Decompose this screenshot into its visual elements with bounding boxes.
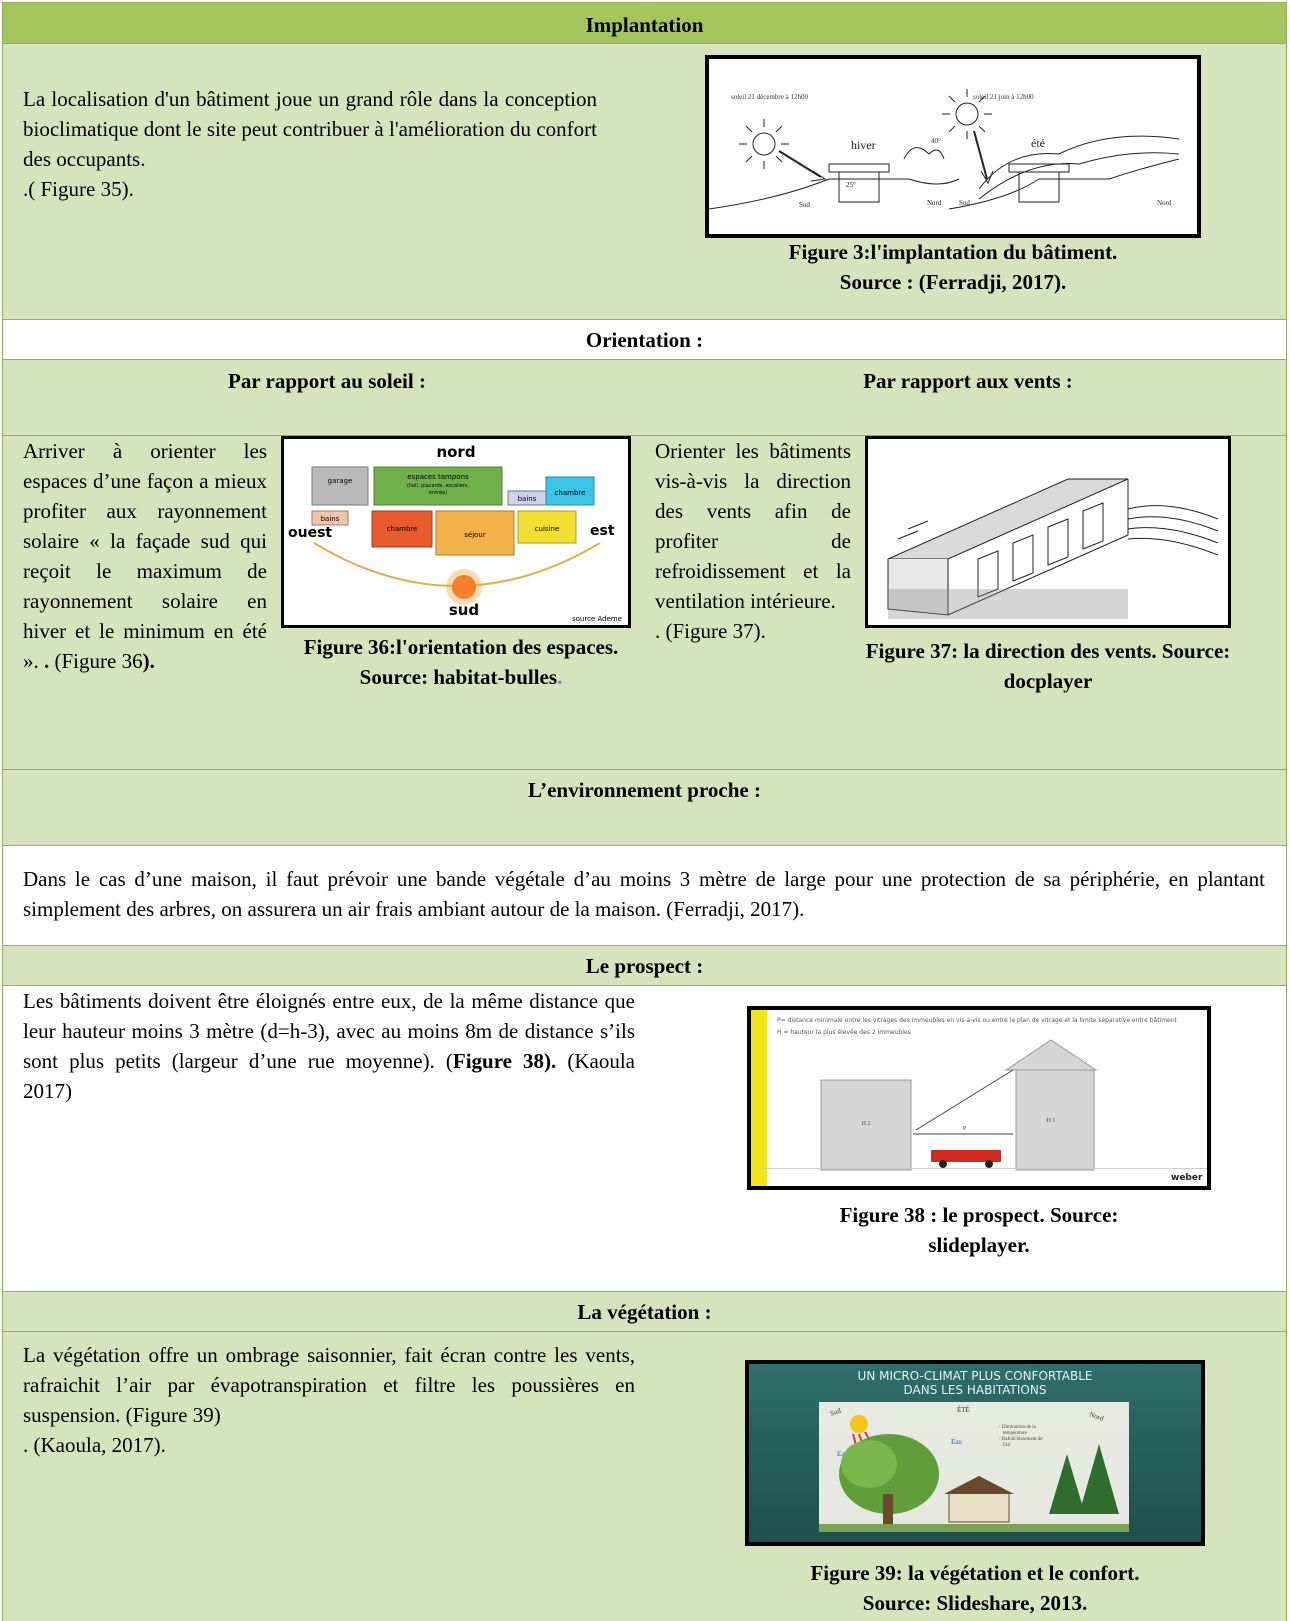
svg-text:chambre: chambre xyxy=(387,525,418,533)
environnement-header: L’environnement proche : xyxy=(2,770,1287,846)
svg-text:P: P xyxy=(963,1126,967,1132)
orientation-section: Arriver à orienter les espaces d’une faç… xyxy=(2,436,1287,770)
svg-text:H 2: H 2 xyxy=(862,1121,871,1127)
svg-text:- Rafraîchissement de: - Rafraîchissement de xyxy=(999,1437,1043,1442)
prospect-caption: Figure 38 : le prospect. Source: slidepl… xyxy=(839,1203,1119,1257)
wind-direction-sketch xyxy=(868,439,1228,625)
sun-caption: Figure 36:l'orientation des espaces. Sou… xyxy=(303,635,619,689)
svg-text:soleil 21 décembre à 12h00: soleil 21 décembre à 12h00 xyxy=(731,93,808,101)
implantation-figure: soleil 21 décembre à 12h00 soleil 21 jui… xyxy=(705,55,1201,238)
svg-text:Sud: Sud xyxy=(959,199,970,207)
environnement-text: Dans le cas d’une maison, il faut prévoi… xyxy=(23,867,1265,921)
svg-text:ouest: ouest xyxy=(288,525,332,541)
svg-text:température: température xyxy=(1003,1431,1028,1436)
implantation-sketch: soleil 21 décembre à 12h00 soleil 21 jui… xyxy=(709,59,1197,234)
svg-text:soleil 21 juin à 12h00: soleil 21 juin à 12h00 xyxy=(973,93,1034,101)
sun-text: Arriver à orienter les espaces d’une faç… xyxy=(23,439,267,673)
prospect-diagram: P= distance minimale entre les vitrages … xyxy=(751,1010,1207,1186)
svg-text:garage: garage xyxy=(328,477,353,485)
orientation-subheaders: Par rapport au soleil : Par rapport aux … xyxy=(2,360,1287,436)
svg-text:espaces tampons: espaces tampons xyxy=(407,473,469,481)
svg-text:UN MICRO-CLIMAT PLUS CONFORTAB: UN MICRO-CLIMAT PLUS CONFORTABLE xyxy=(858,1369,1093,1383)
svg-text:Nord: Nord xyxy=(1157,199,1172,207)
prospect-header: Le prospect : xyxy=(2,946,1287,986)
environnement-section: Dans le cas d’une maison, il faut prévoi… xyxy=(2,846,1287,946)
sun-header: Par rapport au soleil : xyxy=(228,369,426,393)
prospect-figure: P= distance minimale entre les vitrages … xyxy=(747,1006,1211,1190)
implantation-header: Implantation xyxy=(2,2,1287,44)
svg-text:l'air: l'air xyxy=(1003,1443,1011,1448)
vegetation-illustration: UN MICRO-CLIMAT PLUS CONFORTABLE DANS LE… xyxy=(749,1364,1201,1542)
sun-orientation-diagram: nord garage espaces tampons (hall, placa… xyxy=(284,439,628,625)
environnement-title: L’environnement proche : xyxy=(528,778,761,802)
wind-direction-figure xyxy=(865,436,1231,628)
svg-text:bains: bains xyxy=(518,495,537,503)
svg-text:Sud: Sud xyxy=(829,1406,842,1417)
svg-text:bains: bains xyxy=(321,515,340,523)
vegetation-header: La végétation : xyxy=(2,1292,1287,1332)
svg-text:hiver: hiver xyxy=(851,138,876,152)
orientation-header: Orientation : xyxy=(2,320,1287,360)
svg-text:entrée): entrée) xyxy=(429,489,447,496)
svg-text:Nord: Nord xyxy=(927,199,942,207)
sun-orientation-figure: nord garage espaces tampons (hall, placa… xyxy=(281,436,631,628)
svg-text:nord: nord xyxy=(436,443,475,461)
vegetation-section: La végétation offre un ombrage saisonnie… xyxy=(2,1332,1287,1621)
orientation-title: Orientation : xyxy=(585,328,704,352)
svg-text:40°: 40° xyxy=(931,137,941,145)
svg-text:est: est xyxy=(590,523,615,539)
svg-text:H = hauteur la plus élevée des: H = hauteur la plus élevée des 2 immeubl… xyxy=(777,1029,911,1036)
svg-text:été: été xyxy=(1031,136,1045,150)
implantation-section: La localisation d'un bâtiment joue un gr… xyxy=(2,44,1287,320)
svg-text:source Ademe: source Ademe xyxy=(572,615,622,623)
wind-header: Par rapport aux vents : xyxy=(863,369,1073,393)
implantation-text: La localisation d'un bâtiment joue un gr… xyxy=(23,87,597,201)
svg-text:Sud: Sud xyxy=(799,201,810,209)
vegetation-figure: UN MICRO-CLIMAT PLUS CONFORTABLE DANS LE… xyxy=(745,1360,1205,1546)
svg-text:ÉTÉ: ÉTÉ xyxy=(957,1406,970,1414)
svg-text:séjour: séjour xyxy=(464,531,486,539)
svg-text:weber: weber xyxy=(1171,1173,1203,1183)
vegetation-text: La végétation offre un ombrage saisonnie… xyxy=(23,1343,635,1457)
vegetation-caption: Figure 39: la végétation et le confort. … xyxy=(810,1561,1140,1615)
wind-text: Orienter les bâtiments vis-à-vis la dire… xyxy=(655,439,851,643)
svg-text:P= distance minimale entre les: P= distance minimale entre les vitrages … xyxy=(777,1017,1178,1024)
svg-text:sud: sud xyxy=(449,601,479,619)
implantation-title: Implantation xyxy=(585,13,704,37)
svg-text:chambre: chambre xyxy=(555,489,586,497)
svg-text:Eau: Eau xyxy=(951,1438,962,1446)
vegetation-title: La végétation : xyxy=(577,1300,712,1324)
prospect-text: Les bâtiments doivent être éloignés entr… xyxy=(23,989,635,1103)
svg-text:H 1: H 1 xyxy=(1047,1118,1056,1124)
svg-text:25°: 25° xyxy=(846,181,856,189)
svg-text:DANS LES HABITATIONS: DANS LES HABITATIONS xyxy=(904,1383,1047,1397)
implantation-caption: Figure 3:l'implantation du bâtiment. Sou… xyxy=(788,240,1118,294)
prospect-section: Les bâtiments doivent être éloignés entr… xyxy=(2,986,1287,1292)
svg-text:Eau: Eau xyxy=(837,1450,848,1458)
svg-text:(hall, placards, escaliers,: (hall, placards, escaliers, xyxy=(407,483,470,489)
svg-text:- Diminution de la: - Diminution de la xyxy=(999,1425,1037,1430)
prospect-title: Le prospect : xyxy=(585,954,704,978)
wind-caption: Figure 37: la direction des vents. Sourc… xyxy=(865,639,1231,693)
svg-text:cuisine: cuisine xyxy=(535,525,560,533)
